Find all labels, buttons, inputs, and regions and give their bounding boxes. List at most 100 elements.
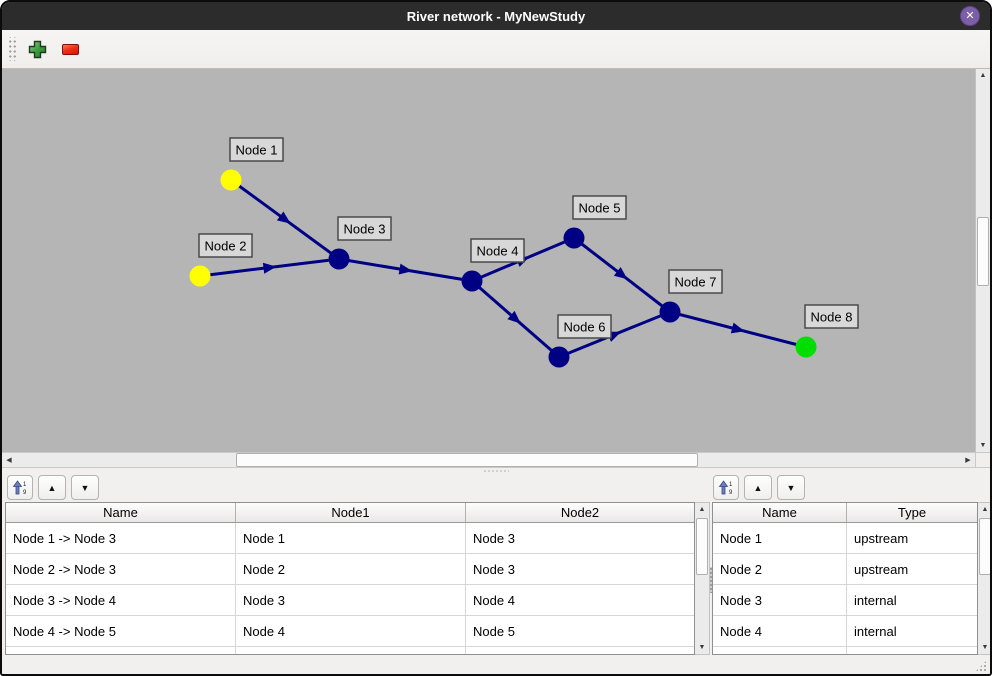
node-label: Node 1 (236, 143, 278, 158)
table-cell[interactable]: Node 1 -> Node 3 (6, 523, 236, 553)
svg-text:1: 1 (729, 482, 733, 488)
table-toolbars: 1 9 ▲ ▼ 1 9 ▲ (2, 473, 990, 502)
canvas-hscroll-thumb[interactable] (236, 453, 698, 467)
plus-icon (28, 40, 46, 58)
scroll-up-icon[interactable]: ▲ (981, 506, 989, 513)
node-circle[interactable] (328, 248, 350, 270)
remove-node-button[interactable] (58, 37, 82, 61)
node-circle[interactable] (563, 227, 585, 249)
node-label-box[interactable] (470, 238, 525, 263)
scroll-up-icon[interactable]: ▲ (698, 506, 706, 513)
svg-text:1: 1 (23, 482, 27, 488)
node-circle[interactable] (461, 270, 483, 292)
canvas-hscroll-track[interactable] (16, 453, 961, 467)
column-header[interactable]: Name (6, 503, 236, 522)
nodes-move-up-button[interactable]: ▲ (744, 475, 772, 500)
scroll-up-icon[interactable]: ▲ (979, 72, 987, 79)
node-label: Node 7 (675, 275, 717, 290)
table-cell[interactable]: Node 4 (473, 592, 515, 608)
table-cell[interactable]: Node 4 -> Node 5 (6, 616, 236, 646)
node-circle[interactable] (189, 265, 211, 287)
node-label: Node 8 (811, 310, 853, 325)
node-label-box[interactable] (198, 233, 253, 258)
scroll-right-icon[interactable]: ▶ (965, 457, 971, 464)
branches-move-down-button[interactable]: ▼ (71, 475, 99, 500)
table-cell[interactable]: Node 3 (713, 585, 847, 615)
table-cell[interactable]: Node 2 -> Node 3 (6, 554, 236, 584)
table-row[interactable]: Node 1 upstream (713, 523, 977, 554)
nodes-scroll-thumb[interactable] (979, 518, 990, 575)
node-circle[interactable] (220, 169, 242, 191)
table-cell[interactable]: internal (854, 623, 897, 639)
table-cell[interactable]: Node 4 (236, 616, 466, 646)
node-label-box[interactable] (804, 304, 859, 329)
node-label: Node 5 (579, 201, 621, 216)
column-header[interactable]: Type (897, 505, 927, 520)
edge-arrow-icon (507, 310, 521, 324)
table-cell[interactable]: Node 4 (713, 616, 847, 646)
column-header[interactable]: Name (713, 503, 847, 522)
node-circle[interactable] (548, 346, 570, 368)
branches-move-up-button[interactable]: ▲ (38, 475, 66, 500)
title-bar[interactable]: River network - MyNewStudy ✕ (2, 2, 990, 30)
branches-scroll-thumb[interactable] (696, 518, 708, 575)
nodes-move-down-button[interactable]: ▼ (777, 475, 805, 500)
branches-table-scrollbar[interactable]: ▲ ▼ (695, 502, 710, 655)
scroll-down-icon[interactable]: ▼ (979, 442, 987, 449)
node-label-box[interactable] (557, 314, 612, 339)
node-label-box[interactable] (337, 216, 392, 241)
scroll-left-icon[interactable]: ◀ (6, 457, 12, 464)
branches-scroll-track[interactable] (695, 516, 709, 641)
panel-splitter[interactable] (2, 468, 990, 473)
table-cell[interactable]: Node 1 (713, 523, 847, 553)
table-cell[interactable]: Node 2 (713, 554, 847, 584)
table-row[interactable]: Node 4 internal (713, 616, 977, 647)
table-row[interactable]: Node 2 upstream (713, 554, 977, 585)
nodes-scroll-track[interactable] (978, 516, 990, 641)
table-cell[interactable]: Node 1 (236, 523, 466, 553)
table-cell[interactable]: Node 3 (473, 530, 515, 546)
table-cell[interactable]: Node 2 (236, 554, 466, 584)
resize-grip-icon[interactable] (975, 660, 987, 672)
edge-arrow-icon (262, 262, 277, 274)
toolbar-drag-handle[interactable] (7, 37, 16, 61)
table-cell[interactable]: Node 3 -> Node 4 (6, 585, 236, 615)
table-cell[interactable]: upstream (854, 561, 909, 577)
canvas-vscroll-thumb[interactable] (977, 217, 989, 286)
table-cell[interactable]: Node 5 (473, 623, 515, 639)
node-label-box[interactable] (572, 195, 627, 220)
node-label-box[interactable] (229, 137, 284, 162)
node-circle[interactable] (795, 336, 817, 358)
node-label: Node 4 (477, 244, 519, 259)
tables-splitter[interactable] (710, 502, 712, 657)
canvas-vscroll-track[interactable] (976, 82, 990, 439)
table-cell[interactable]: upstream (854, 530, 909, 546)
canvas-vertical-scrollbar[interactable]: ▲ ▼ (975, 69, 990, 452)
node-label-box[interactable] (668, 269, 723, 294)
column-header[interactable]: Node2 (560, 505, 600, 520)
canvas-horizontal-scrollbar[interactable]: ◀ ▶ (2, 452, 990, 468)
table-cell[interactable]: Node 3 (473, 561, 515, 577)
node-circle[interactable] (659, 301, 681, 323)
edge-arrow-icon (276, 211, 291, 224)
nodes-table-scrollbar[interactable]: ▲ ▼ (978, 502, 990, 655)
close-button[interactable]: ✕ (960, 6, 980, 26)
nodes-sort-button[interactable]: 1 9 (713, 475, 739, 500)
table-cell[interactable]: internal (854, 592, 897, 608)
column-header[interactable]: Node1 (236, 503, 466, 522)
scroll-down-icon[interactable]: ▼ (981, 644, 989, 651)
add-node-button[interactable] (25, 37, 49, 61)
table-cell[interactable]: Node 3 (236, 585, 466, 615)
branches-sort-button[interactable]: 1 9 (7, 475, 33, 500)
scroll-down-icon[interactable]: ▼ (698, 644, 706, 651)
table-row[interactable]: Node 3 internal (713, 585, 977, 616)
